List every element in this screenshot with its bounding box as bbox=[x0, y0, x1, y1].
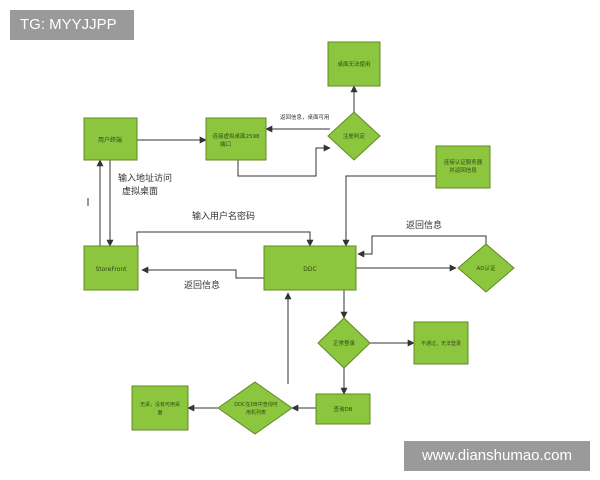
node-connect-port[interactable]: 连接虚拟桌面2598 端口 bbox=[205, 117, 267, 161]
edge-storefront-to-ddc bbox=[136, 231, 314, 247]
node-ddc[interactable]: DDC bbox=[263, 245, 357, 291]
node-desktop-unavailable[interactable]: 桌面无法使用 bbox=[327, 41, 381, 87]
node-query-db-label: 查询DB bbox=[333, 405, 352, 413]
node-desktop-unavailable-label: 桌面无法使用 bbox=[337, 60, 370, 68]
node-no-desktop-label-1: 无桌，没有可用桌 bbox=[140, 401, 180, 408]
node-fail-login[interactable]: 不通过，无法登录 bbox=[413, 321, 469, 365]
edge-ddc-to-storefront bbox=[141, 266, 264, 279]
node-connect-port-label-2: 端口 bbox=[220, 140, 231, 148]
node-ad-auth[interactable]: AD认证 bbox=[457, 243, 515, 293]
node-query-db[interactable]: 查询DB bbox=[315, 393, 371, 425]
node-normal-login-label: 正常登录 bbox=[333, 339, 356, 347]
label-input-credentials: 输入用户名密码 bbox=[192, 210, 255, 222]
label-return-info-desktop: 返回信息，桌面可用 bbox=[280, 113, 330, 121]
watermark-bottom-right: www.dianshumao.com bbox=[404, 441, 590, 471]
node-auth-server-label-1: 连接认证服务器 bbox=[444, 158, 483, 166]
node-register-check-label: 注册判定 bbox=[343, 132, 366, 140]
label-input-address: 输入地址访问 bbox=[118, 172, 172, 184]
node-user-terminal-label: 用户终端 bbox=[98, 136, 122, 144]
node-auth-server[interactable]: 连接认证服务器 并返回信息 bbox=[435, 145, 491, 189]
node-ddc-db-query[interactable]: DDC在DB中查询可 用机列表 bbox=[217, 381, 293, 435]
node-storefront-label: StoreFront bbox=[95, 266, 127, 273]
node-register-check[interactable]: 注册判定 bbox=[327, 111, 381, 161]
node-normal-login[interactable]: 正常登录 bbox=[317, 317, 371, 369]
edges bbox=[87, 85, 487, 412]
label-return-info-left: 返回信息 bbox=[184, 279, 220, 291]
label-return-info-right: 返回信息 bbox=[406, 219, 442, 231]
node-ddc-label: DDC bbox=[303, 266, 316, 273]
node-connect-port-label-1: 连接虚拟桌面2598 bbox=[213, 132, 260, 140]
nodes: 用户终端 连接虚拟桌面2598 端口 注册判定 桌面无法使用 连接认证服务器 并… bbox=[83, 41, 515, 435]
node-ad-auth-label: AD认证 bbox=[477, 264, 496, 272]
watermark-top-left: TG: MYYJJPP bbox=[10, 10, 134, 40]
node-ddc-db-query-label-2: 用机列表 bbox=[246, 409, 266, 416]
edge-ad-to-ddc bbox=[357, 235, 487, 258]
label-virtual-desktop: 虚拟桌面 bbox=[122, 185, 158, 197]
node-ddc-db-query-label-1: DDC在DB中查询可 bbox=[234, 401, 277, 408]
edge-labels: 返回信息，桌面可用 输入地址访问 虚拟桌面 输入用户名密码 返回信息 返回信息 bbox=[118, 113, 442, 291]
node-storefront[interactable]: StoreFront bbox=[83, 245, 139, 291]
edge-port-to-register bbox=[237, 144, 331, 177]
node-no-desktop-label-2: 面 bbox=[157, 410, 162, 416]
node-fail-login-label: 不通过，无法登录 bbox=[421, 340, 461, 347]
edge-auth-to-ddc bbox=[342, 175, 436, 247]
node-auth-server-label-2: 并返回信息 bbox=[449, 166, 477, 174]
node-user-terminal[interactable]: 用户终端 bbox=[83, 117, 138, 161]
node-no-desktop[interactable]: 无桌，没有可用桌 面 bbox=[131, 385, 189, 431]
